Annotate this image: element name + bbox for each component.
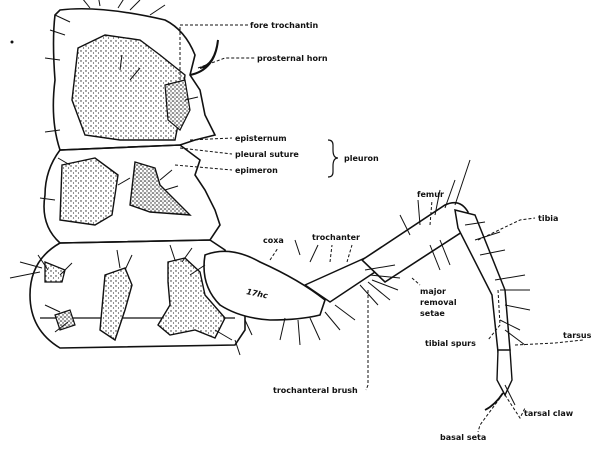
label-prosternal-horn: prosternal horn [257,54,328,63]
label-epimeron: epimeron [235,166,278,175]
metathoracic-sclerite-1 [100,268,132,340]
label-coxa: coxa [263,236,284,245]
tarsus-shape [497,350,512,395]
small-sclerite-lower-left [55,310,75,330]
femur-shape [362,203,468,282]
leader-lines [175,25,583,432]
label-tarsus: tarsus [563,331,592,340]
label-major-removal-setae-line1: major [420,287,446,296]
label-major-removal-setae-line2: removal [420,298,457,307]
basal-seta-shape [505,385,515,405]
label-tibial-spurs: tibial spurs [425,339,476,348]
label-tibia: tibia [538,214,558,223]
label-episternum: episternum [235,134,287,143]
tibia-shape [455,210,510,352]
metathoracic-spiracle-left [45,262,65,282]
pleuron-bracket [328,140,338,177]
label-trochanteral-brush: trochanteral brush [273,386,358,395]
label-fore-trochantin: fore trochantin [250,21,318,30]
mesothoracic-sclerite [60,158,118,225]
speck [11,41,14,44]
episternum-plate [130,162,190,215]
label-pleural-suture: pleural suture [235,150,299,159]
label-major-removal-setae-line3: setae [420,309,445,318]
label-femur: femur [417,190,444,199]
tarsal-claw-shape [485,393,503,410]
label-pleuron: pleuron [344,154,379,163]
label-basal-seta: basal seta [440,433,486,442]
label-tarsal-claw: tarsal claw [524,409,574,418]
label-trochanter: trochanter [312,233,360,242]
